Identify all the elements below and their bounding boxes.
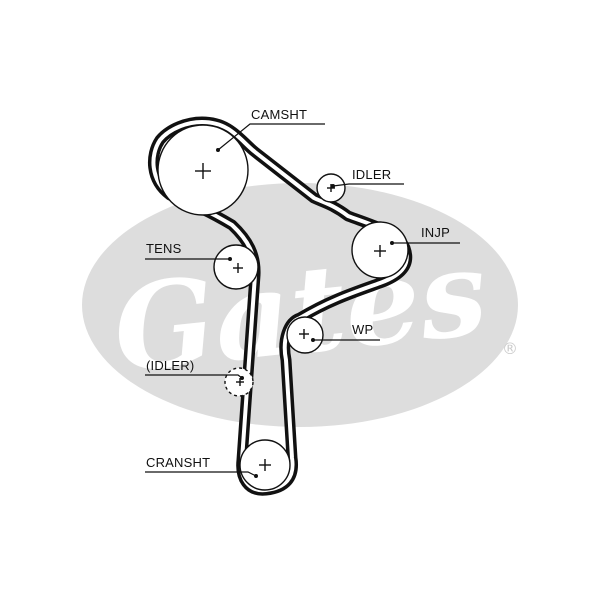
camsht-leader-line	[217, 123, 325, 151]
label-injp-group: INJP	[390, 225, 460, 245]
label-idler-group: IDLER	[331, 167, 404, 188]
optional-idler-pulley	[224, 367, 254, 397]
camshaft-pulley	[157, 124, 249, 216]
idler-label: IDLER	[352, 167, 391, 182]
label-cransht-group: CRANSHT	[145, 455, 258, 478]
wp-label: WP	[352, 322, 373, 337]
tensioner-pulley-circle	[213, 244, 259, 290]
label-tens-group: TENS	[145, 241, 232, 261]
idler-leader-dot	[331, 184, 335, 188]
cransht-leader-line	[145, 471, 257, 477]
label-camsht-group: CAMSHT	[216, 107, 325, 152]
gates-watermark-logo: Gates ®	[82, 183, 518, 427]
idler-leader-line	[332, 183, 404, 187]
injection-pump-pulley	[351, 221, 409, 279]
idler-pulley	[316, 173, 346, 203]
tensioner-pulley	[213, 244, 259, 290]
water-pump-pulley-circle	[286, 316, 324, 354]
tens-leader-dot	[228, 257, 232, 261]
crankshaft-pulley	[239, 439, 291, 491]
camsht-label: CAMSHT	[251, 107, 307, 122]
wp-leader-dot	[311, 338, 315, 342]
cransht-label: CRANSHT	[146, 455, 210, 470]
label-wp-group: WP	[311, 322, 380, 342]
injp-label: INJP	[421, 225, 450, 240]
idler-optional-label: (IDLER)	[146, 358, 194, 373]
idler-optional-leader-dot	[240, 376, 244, 380]
watermark-registered-mark: ®	[502, 339, 518, 358]
tens-label: TENS	[146, 241, 182, 256]
injp-leader-dot	[390, 241, 394, 245]
camsht-leader-dot	[216, 148, 220, 152]
label-idler-optional-group: (IDLER)	[145, 358, 244, 380]
cransht-leader-dot	[254, 474, 258, 478]
water-pump-pulley	[286, 316, 324, 354]
